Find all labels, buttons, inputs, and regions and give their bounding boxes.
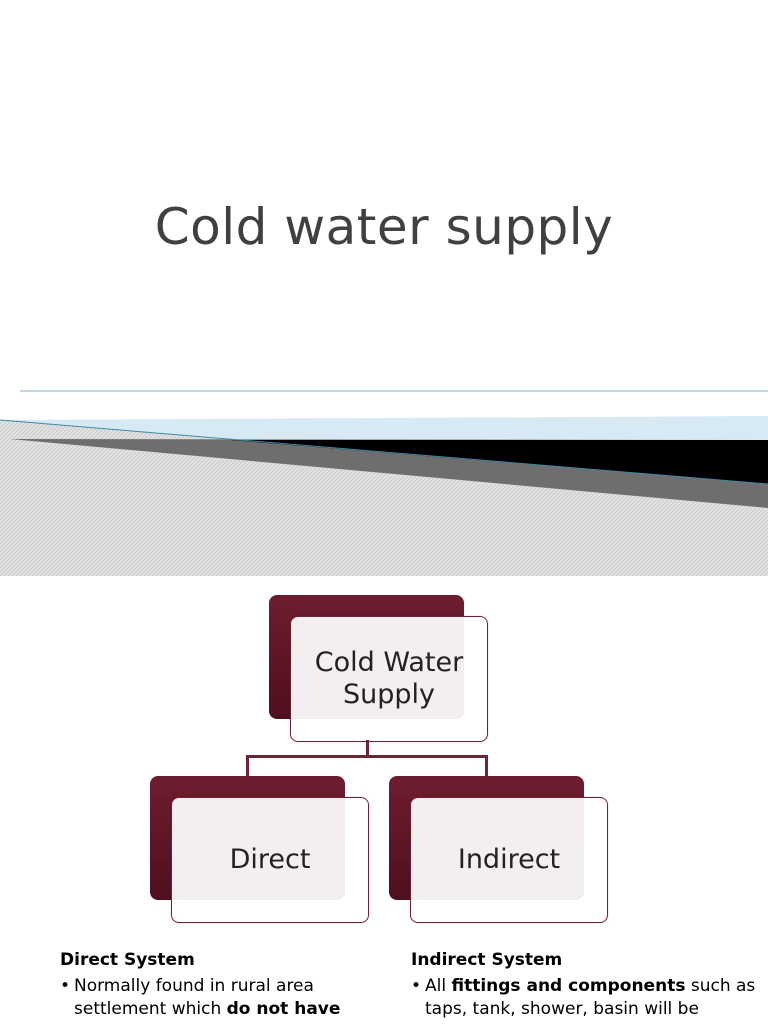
direct-line-2-bold: do not have	[226, 999, 341, 1019]
decorative-band	[0, 390, 768, 576]
root-node-cold-water-supply: Cold Water Supply	[290, 616, 488, 742]
indirect-system-column: Indirect System • All fittings and compo…	[411, 950, 761, 1021]
indirect-line-1-bold: fittings and components	[451, 976, 686, 996]
direct-line-1: Normally found in rural area	[74, 976, 314, 996]
direct-line-2-text: settlement which	[74, 999, 227, 1019]
direct-system-heading: Direct System	[60, 950, 195, 970]
root-node-label-line1: Cold Water	[314, 646, 464, 678]
connector-root-vertical	[366, 740, 369, 757]
direct-node: Direct	[171, 797, 369, 923]
direct-bullet: • Normally found in rural area settlemen…	[60, 975, 380, 1021]
root-node-label-line2: Supply	[342, 679, 435, 710]
content-slide: Cold Water Supply Direct Indirect Direct…	[0, 576, 768, 1024]
bullet-marker: •	[411, 976, 422, 996]
direct-line-2: settlement which do not have	[74, 998, 340, 1021]
indirect-line-1: All fittings and components such as	[425, 975, 755, 998]
connector-right-vertical	[485, 755, 488, 776]
indirect-bullet: • All fittings and components such as ta…	[411, 975, 761, 1021]
bullet-marker: •	[60, 976, 71, 996]
title-slide: Cold water supply	[0, 198, 768, 576]
direct-node-label: Direct	[229, 843, 311, 875]
indirect-line-2: taps, tank, shower, basin will be	[425, 999, 699, 1019]
indirect-node: Indirect	[410, 797, 608, 923]
indirect-line-1-text-a: All	[425, 976, 452, 996]
indirect-line-1-text-b: such as	[685, 976, 756, 996]
direct-system-column: Direct System • Normally found in rural …	[60, 950, 380, 1021]
connector-left-vertical	[246, 755, 249, 776]
indirect-node-label: Indirect	[457, 843, 561, 875]
connector-horizontal	[246, 755, 488, 758]
indirect-system-heading: Indirect System	[411, 950, 563, 970]
slide-title: Cold water supply	[154, 198, 614, 256]
